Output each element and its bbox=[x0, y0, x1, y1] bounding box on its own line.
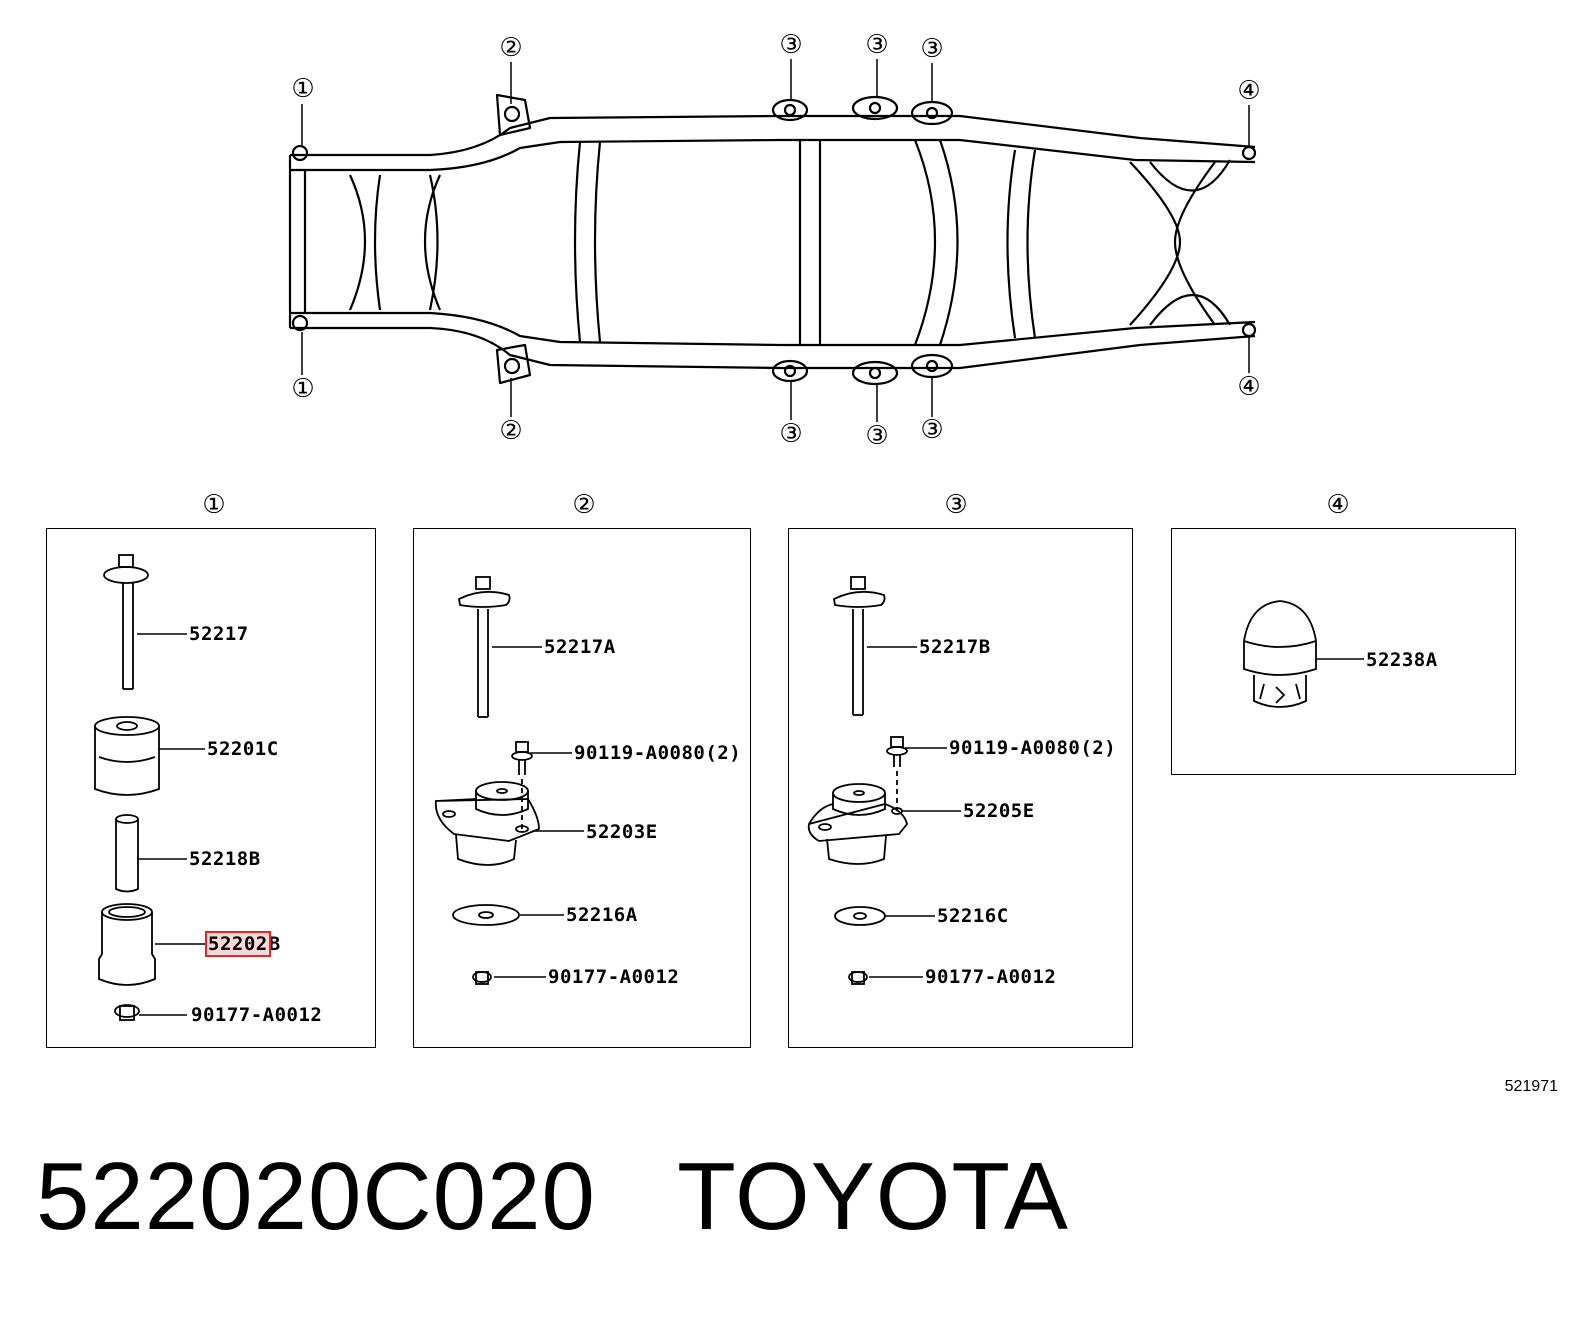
panel-1-drawing bbox=[94, 554, 205, 1021]
part-number-52205e[interactable]: 52205E bbox=[963, 800, 1035, 822]
panel-3-heading: ③ bbox=[944, 490, 968, 520]
part-number-52218b[interactable]: 52218B bbox=[189, 848, 261, 870]
chassis-frame-diagram bbox=[288, 59, 1257, 422]
part-number-90177-a0012[interactable]: 90177-A0012 bbox=[925, 966, 1057, 988]
callout-3-bottom-b: ③ bbox=[865, 421, 889, 451]
callout-3-top-c: ③ bbox=[920, 34, 944, 64]
bolt-90119 bbox=[511, 741, 533, 829]
part-number-52217b[interactable]: 52217B bbox=[919, 636, 991, 658]
crossmember-3 bbox=[798, 140, 822, 345]
frame-rail-upper bbox=[290, 114, 1256, 157]
mount-2-upper bbox=[495, 93, 532, 137]
mount-2-lower bbox=[495, 343, 532, 385]
callout-3-bottom-a: ③ bbox=[779, 419, 803, 449]
cushion-52202b bbox=[98, 903, 156, 986]
part-number-52216a[interactable]: 52216A bbox=[566, 904, 638, 926]
part-number-52217a[interactable]: 52217A bbox=[544, 636, 616, 658]
panel-3: 52217B 90119-A0080(2) 52205E 52216C 9017… bbox=[788, 528, 1133, 1048]
reference-code: 521971 bbox=[1504, 1078, 1558, 1095]
panel-2-heading: ② bbox=[572, 490, 596, 520]
panel-4-heading: ④ bbox=[1326, 490, 1350, 520]
bolt-52217a bbox=[458, 576, 511, 718]
callout-4-top: ④ bbox=[1237, 76, 1261, 106]
panel-3-drawing bbox=[807, 576, 961, 985]
part-number-52201c[interactable]: 52201C bbox=[207, 738, 279, 760]
crossmember-2 bbox=[573, 141, 602, 343]
callout-2-top: ② bbox=[499, 33, 523, 63]
part-number-52238a[interactable]: 52238A bbox=[1366, 649, 1438, 671]
panel-2: 52217A 90119-A0080(2) 52203E 52216A 9017… bbox=[413, 528, 751, 1048]
callout-3-bottom-c: ③ bbox=[920, 415, 944, 445]
callout-3-top-b: ③ bbox=[865, 30, 889, 60]
panel-4: 52238A bbox=[1171, 528, 1516, 775]
front-crossmember bbox=[288, 155, 307, 328]
footer-title: 522020C020 TOYOTA bbox=[36, 1142, 1069, 1252]
rear-x-brace bbox=[1129, 159, 1231, 326]
part-number-52203e[interactable]: 52203E bbox=[586, 821, 658, 843]
bolt-90119 bbox=[886, 736, 908, 811]
callout-1-bottom: ① bbox=[291, 374, 315, 404]
bolt-52217 bbox=[103, 554, 149, 690]
collar-52218b bbox=[115, 814, 139, 893]
footer-brand: TOYOTA bbox=[677, 1143, 1069, 1250]
callout-2-bottom: ② bbox=[499, 416, 523, 446]
callout-3-top-a: ③ bbox=[779, 30, 803, 60]
panel-1: 52217 52201C 52218B 52202B 90177-A0012 bbox=[46, 528, 376, 1048]
nut-90177 bbox=[114, 1004, 140, 1021]
part-number-90177-a0012[interactable]: 90177-A0012 bbox=[191, 1004, 323, 1026]
part-number-90119-a0080[interactable]: 90119-A0080(2) bbox=[574, 742, 742, 764]
panel-4-drawing bbox=[1243, 600, 1364, 708]
callout-1-top: ① bbox=[291, 74, 315, 104]
part-number-52216c[interactable]: 52216C bbox=[937, 905, 1009, 927]
crossmember-5 bbox=[1006, 149, 1037, 339]
frame-rail-lower bbox=[290, 311, 1256, 347]
bolt-52217b bbox=[833, 576, 886, 716]
stopper-52238a bbox=[1243, 600, 1317, 708]
washer-52216a bbox=[452, 904, 520, 926]
panel-1-heading: ① bbox=[202, 490, 226, 520]
mount-52205e bbox=[807, 783, 908, 865]
frame-rail-lower-inner bbox=[290, 326, 1256, 370]
front-suspension bbox=[348, 174, 442, 311]
part-number-90177-a0012[interactable]: 90177-A0012 bbox=[548, 966, 680, 988]
footer-part-number: 522020C020 bbox=[36, 1143, 596, 1250]
part-number-90119-a0080[interactable]: 90119-A0080(2) bbox=[949, 737, 1117, 759]
part-number-52217[interactable]: 52217 bbox=[189, 623, 249, 645]
part-number-highlight[interactable]: 52202 bbox=[205, 931, 271, 957]
nut-90177 bbox=[848, 971, 868, 985]
washer-52216c bbox=[834, 906, 886, 926]
mount-52203e bbox=[434, 781, 540, 866]
crossmember-4 bbox=[913, 139, 959, 346]
panel-2-drawing bbox=[434, 576, 584, 985]
callout-4-bottom: ④ bbox=[1237, 372, 1261, 402]
cushion-52201c bbox=[94, 716, 160, 796]
nut-90177 bbox=[472, 971, 492, 985]
part-number-suffix: B bbox=[268, 933, 281, 955]
frame-rail-upper-inner bbox=[290, 138, 1256, 172]
part-number-52202b[interactable]: 52202B bbox=[205, 931, 281, 957]
